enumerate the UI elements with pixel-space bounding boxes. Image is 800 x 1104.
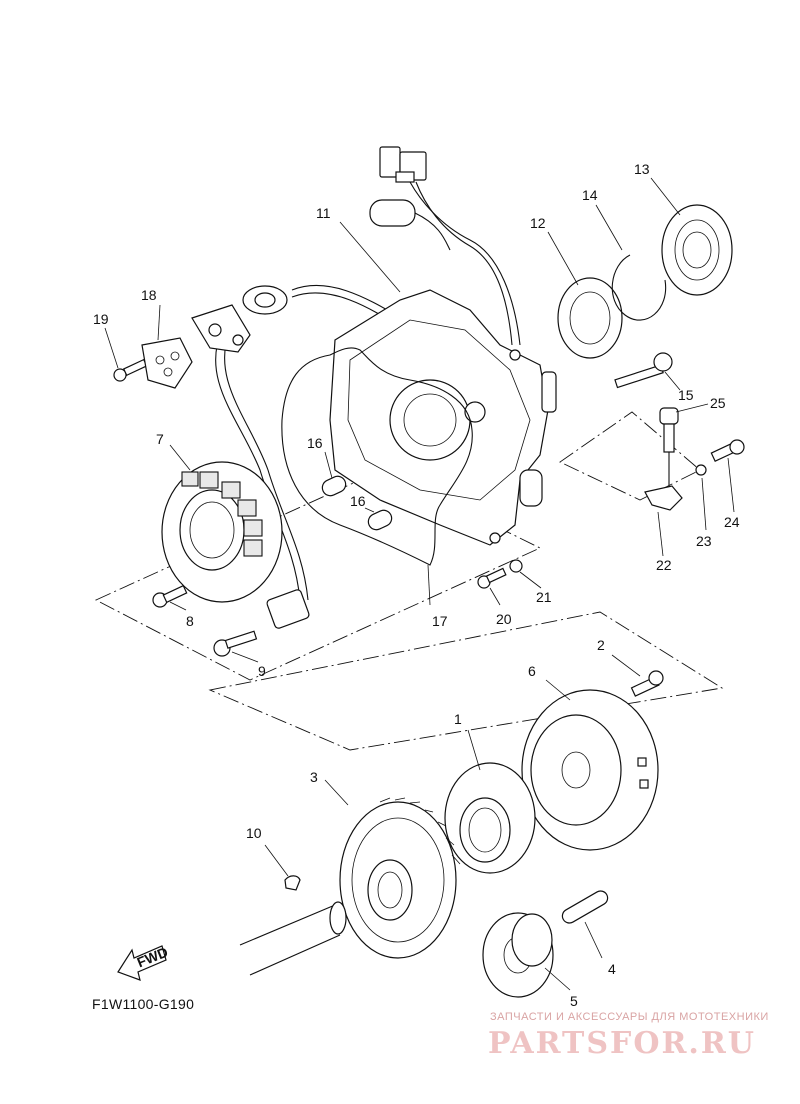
assembly-outline-upper [94,469,542,681]
crankcase-cover [329,289,557,546]
callout-18: 18 [141,287,157,303]
bolt-8 [152,584,188,608]
callout-21: 21 [536,589,552,605]
bolt-20 [477,567,507,589]
diagram-code: F1W1100-G190 [92,996,195,1012]
one-way-clutch-1 [444,762,536,874]
callout-3: 3 [310,769,318,785]
callout-23: 23 [696,533,712,549]
watermark-tagline: ЗАПЧАСТИ И АКСЕССУАРЫ ДЛЯ МОТОТЕХНИКИ [490,1011,769,1023]
washer-21 [509,559,523,573]
screw-19 [113,358,148,382]
callout-2: 2 [597,637,605,653]
callout-16-lower: 16 [350,493,366,509]
callout-12: 12 [530,215,546,231]
callout-9: 9 [258,663,266,679]
idler-gear-5 [482,912,554,998]
bolt-15 [614,352,673,389]
callout-16-upper: 16 [307,435,323,451]
callout-14: 14 [582,187,598,203]
callout-20: 20 [496,611,512,627]
clamp-22 [644,485,683,511]
callout-4: 4 [608,961,616,977]
callout-1: 1 [454,711,462,727]
assembly-outline-right [559,411,701,501]
cover-gasket [281,347,473,566]
callout-19: 19 [93,311,109,327]
wire-harness [215,146,521,629]
bolt-2 [630,670,664,697]
callout-8: 8 [186,613,194,629]
crankshaft-end [239,901,347,976]
woodruff-key-10 [284,875,301,891]
watermark-brand: PARTSFOR.RU [488,1026,756,1061]
dowel-pin-lower [367,509,393,531]
circlip-14 [611,254,667,321]
callout-7: 7 [156,431,164,447]
callout-25: 25 [710,395,726,411]
callout-22: 22 [656,557,672,573]
stator-coil [161,461,283,603]
callout-24: 24 [724,514,740,530]
screw-24 [710,439,745,462]
callout-6: 6 [528,663,536,679]
dowel-pin-upper [321,475,347,497]
assembly-outline-lower [208,611,724,751]
callout-13: 13 [634,161,650,177]
sensor-25 [659,407,679,492]
callout-11: 11 [316,205,331,221]
callout-15: 15 [678,387,694,403]
callout-5: 5 [570,993,578,1009]
holder-18 [141,337,193,389]
stator-cover-plate [191,304,251,353]
bolt-9 [213,630,258,657]
starter-wheel-gear-3 [339,797,461,959]
bearing-12 [557,277,623,359]
leader-lines [104,177,735,991]
washer-23 [695,464,707,476]
starter-clutch-6 [521,689,659,851]
callout-17: 17 [432,613,448,629]
oil-seal-13 [661,204,733,296]
callout-10: 10 [246,825,262,841]
shaft-4 [561,890,609,924]
forward-arrow-icon: FWD [117,944,170,981]
